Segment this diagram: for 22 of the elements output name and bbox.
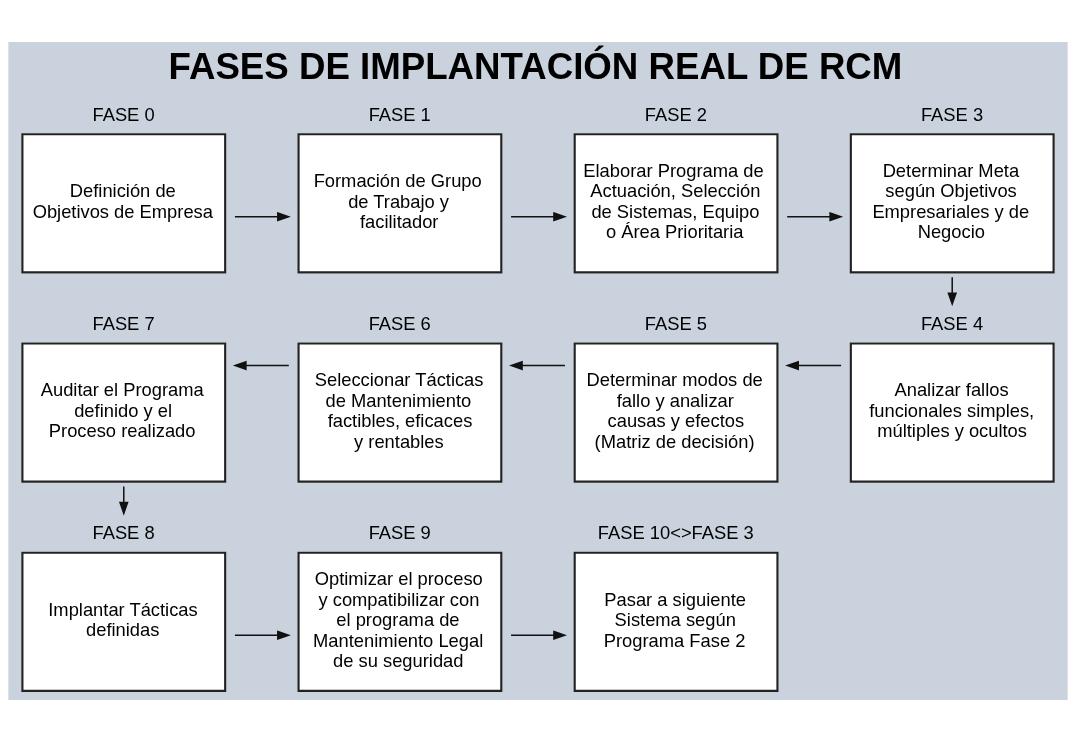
- arrow: [785, 360, 842, 371]
- node-label: FASE 0: [92, 103, 155, 125]
- node-label: FASE 10<>FASE 3: [597, 522, 754, 544]
- arrow: [510, 211, 567, 222]
- node-label: FASE 3: [920, 103, 984, 125]
- node-label: FASE 5: [644, 313, 707, 335]
- arrow: [232, 360, 290, 371]
- arrow: [509, 360, 566, 371]
- arrow: [234, 630, 291, 641]
- node-label: FASE 2: [644, 103, 707, 125]
- arrow: [947, 276, 958, 307]
- arrow: [234, 211, 291, 222]
- node-label: FASE 4: [920, 313, 984, 335]
- node-label: FASE 8: [92, 522, 155, 544]
- node-label: FASE 7: [92, 313, 155, 335]
- node-label: FASE 6: [368, 313, 431, 335]
- node-label: FASE 1: [368, 103, 431, 125]
- arrow: [118, 485, 129, 516]
- arrow: [786, 211, 844, 222]
- arrow: [510, 630, 567, 641]
- diagram-title: FASES DE IMPLANTACIÓN REAL DE RCM: [168, 45, 903, 87]
- node-label: FASE 9: [368, 522, 431, 544]
